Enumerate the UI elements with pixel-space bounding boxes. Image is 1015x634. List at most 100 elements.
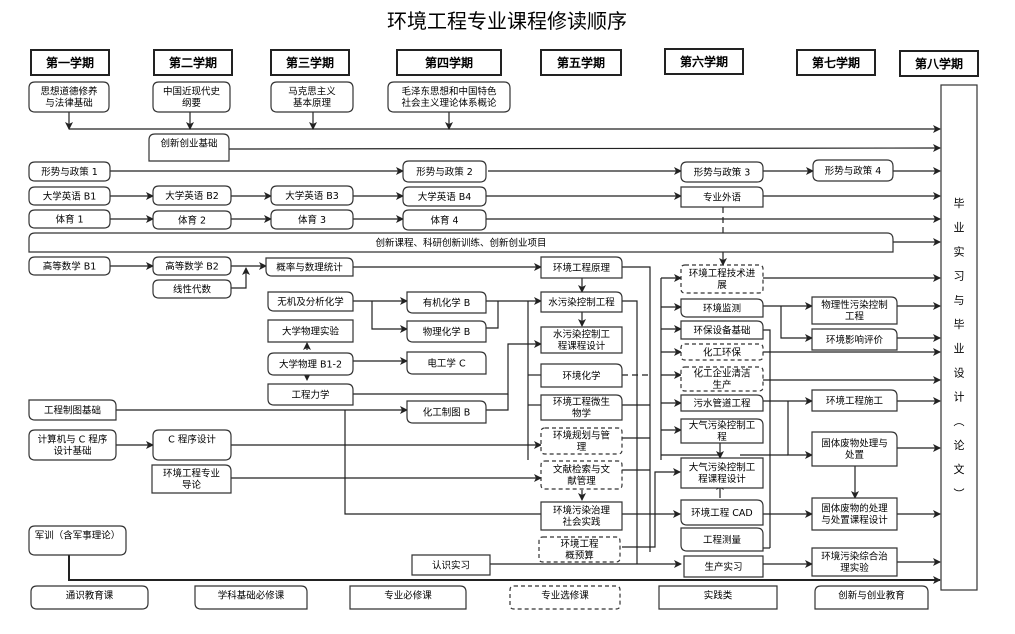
semester-header-2: 第二学期 (153, 49, 233, 76)
course-yingyu-2-shape (152, 185, 232, 206)
course-gaoshu-1[interactable]: 高等数学 B1 (28, 256, 111, 276)
semester-header-frame (30, 49, 110, 76)
course-yingyu-3[interactable]: 大学英语 B3 (270, 185, 354, 206)
course-jisuanji-label: 计算机与 C 程序 (38, 434, 108, 446)
course-diangong-label: 电工学 C (427, 357, 466, 369)
course-zhuanye-waiyu[interactable]: 专业外语 (680, 186, 764, 208)
course-cad-label: 环境工程 CAD (691, 507, 752, 519)
arrow-wuji-wuli (371, 301, 408, 333)
course-huanjing-huaxue[interactable]: 环境化学 (540, 363, 623, 388)
line-zhitu-join (486, 394, 509, 411)
course-qingjie-label: 化工企业清洁 (693, 368, 750, 380)
course-guandao[interactable]: 污水管道工程 (680, 394, 764, 412)
course-wuli-shiyan[interactable]: 大学物理实验 (267, 319, 354, 343)
course-xingshi-3[interactable]: 形势与政策 3 (680, 161, 764, 183)
course-shuiwuran[interactable]: 水污染控制工程 (540, 291, 623, 313)
legend-item-5[interactable]: 实践类 (658, 584, 778, 610)
semester-header-8: 第八学期 (899, 50, 979, 77)
course-jiance[interactable]: 环境监测 (680, 298, 764, 318)
course-shigong[interactable]: 环境工程施工 (811, 389, 898, 412)
course-wuji[interactable]: 无机及分析化学 (267, 291, 354, 312)
course-gailv[interactable]: 概率与数理统计 (265, 257, 354, 277)
course-tiyu-2[interactable]: 体育 2 (152, 210, 232, 230)
course-junxun-shape (28, 525, 127, 556)
course-xingshi-2[interactable]: 形势与政策 2 (402, 160, 487, 183)
course-youji[interactable]: 有机化学 B (406, 291, 487, 314)
course-renshi-shixi[interactable]: 认识实习 (411, 554, 491, 576)
legend-item-3[interactable]: 专业必修课 (349, 585, 467, 610)
legend-item-1[interactable]: 通识教育课 (30, 585, 149, 610)
course-maozedong-shape (387, 81, 511, 113)
course-c-chengxu[interactable]: C 程序设计 (152, 429, 232, 461)
course-daqi-label: 程 (717, 432, 727, 443)
course-yingyu-1[interactable]: 大学英语 B1 (28, 186, 111, 206)
course-yingyu-1-label: 大学英语 B1 (43, 190, 97, 202)
course-weishengwu-label: 物学 (572, 408, 591, 420)
graduation-char: 业 (954, 221, 965, 234)
course-junxun[interactable]: 军训（含军事理论） (28, 525, 127, 556)
course-shebei[interactable]: 环保设备基础 (680, 320, 764, 340)
course-xianxing[interactable]: 线性代数 (152, 279, 232, 299)
course-junxun-label: 军训（含军事理论） (35, 530, 121, 542)
course-tiyu-4-label: 体育 4 (430, 214, 458, 226)
course-makesi-label: 马克思主义 (288, 86, 336, 98)
course-celiang[interactable]: 工程测量 (680, 527, 764, 552)
course-zhitu-jichu[interactable]: 工程制图基础 (28, 399, 117, 421)
course-guandao-label: 污水管道工程 (693, 397, 751, 409)
course-gaiyusuan-label: 环境工程 (560, 538, 599, 550)
legend-item-5-shape (658, 584, 778, 610)
course-xianxing-label: 线性代数 (173, 283, 212, 295)
course-yingyu-2[interactable]: 大学英语 B2 (152, 185, 232, 206)
course-huagong-zhitu[interactable]: 化工制图 B (406, 400, 487, 424)
legend-item-6[interactable]: 创新与创业教育 (814, 585, 930, 610)
course-yingyu-4[interactable]: 大学英语 B4 (402, 186, 487, 207)
course-daxue-wuli[interactable]: 大学物理 B1-2 (267, 352, 354, 376)
course-yingyu-4-label: 大学英语 B4 (418, 191, 472, 203)
course-xingshi-1[interactable]: 形势与政策 1 (28, 161, 111, 182)
course-guihua-shape (540, 427, 623, 455)
course-yingxiang[interactable]: 环境影响评价 (811, 328, 898, 351)
course-yingyu-4-shape (402, 186, 487, 207)
course-tiyu-3[interactable]: 体育 3 (270, 209, 354, 230)
course-gongcheng-lixue[interactable]: 工程力学 (267, 383, 354, 406)
course-xingshi-4[interactable]: 形势与政策 4 (812, 159, 894, 182)
course-gaoshu-2[interactable]: 高等数学 B2 (152, 256, 232, 276)
course-diangong[interactable]: 电工学 C (405, 351, 487, 375)
arrow-gaiyusuan-daqisheji (622, 468, 681, 548)
course-shengchan-shixi[interactable]: 生产实习 (683, 555, 764, 578)
course-chuangxin-jichu[interactable]: 创新创业基础 (148, 133, 230, 162)
course-wenxian-label: 文献检索与文 (553, 464, 611, 476)
course-cad[interactable]: 环境工程 CAD (680, 499, 764, 526)
course-huagong-huanbao[interactable]: 化工环保 (680, 343, 764, 361)
course-tiyu-1[interactable]: 体育 1 (28, 209, 111, 229)
course-gaoshu-2-label: 高等数学 B2 (165, 260, 219, 272)
legend-item-2[interactable]: 学科基础必修课 (194, 585, 308, 610)
course-tiyu-4[interactable]: 体育 4 (402, 209, 487, 231)
course-wuli-huaxue[interactable]: 物理化学 B (406, 320, 487, 343)
course-chuangxin-xiangmu[interactable]: 创新课程、科研创新训练、创新创业项目 (28, 232, 894, 253)
course-yuanli[interactable]: 环境工程原理 (540, 256, 623, 279)
course-shehui-shijian-shape (540, 501, 623, 532)
legend-item-4[interactable]: 专业选修课 (509, 585, 621, 610)
